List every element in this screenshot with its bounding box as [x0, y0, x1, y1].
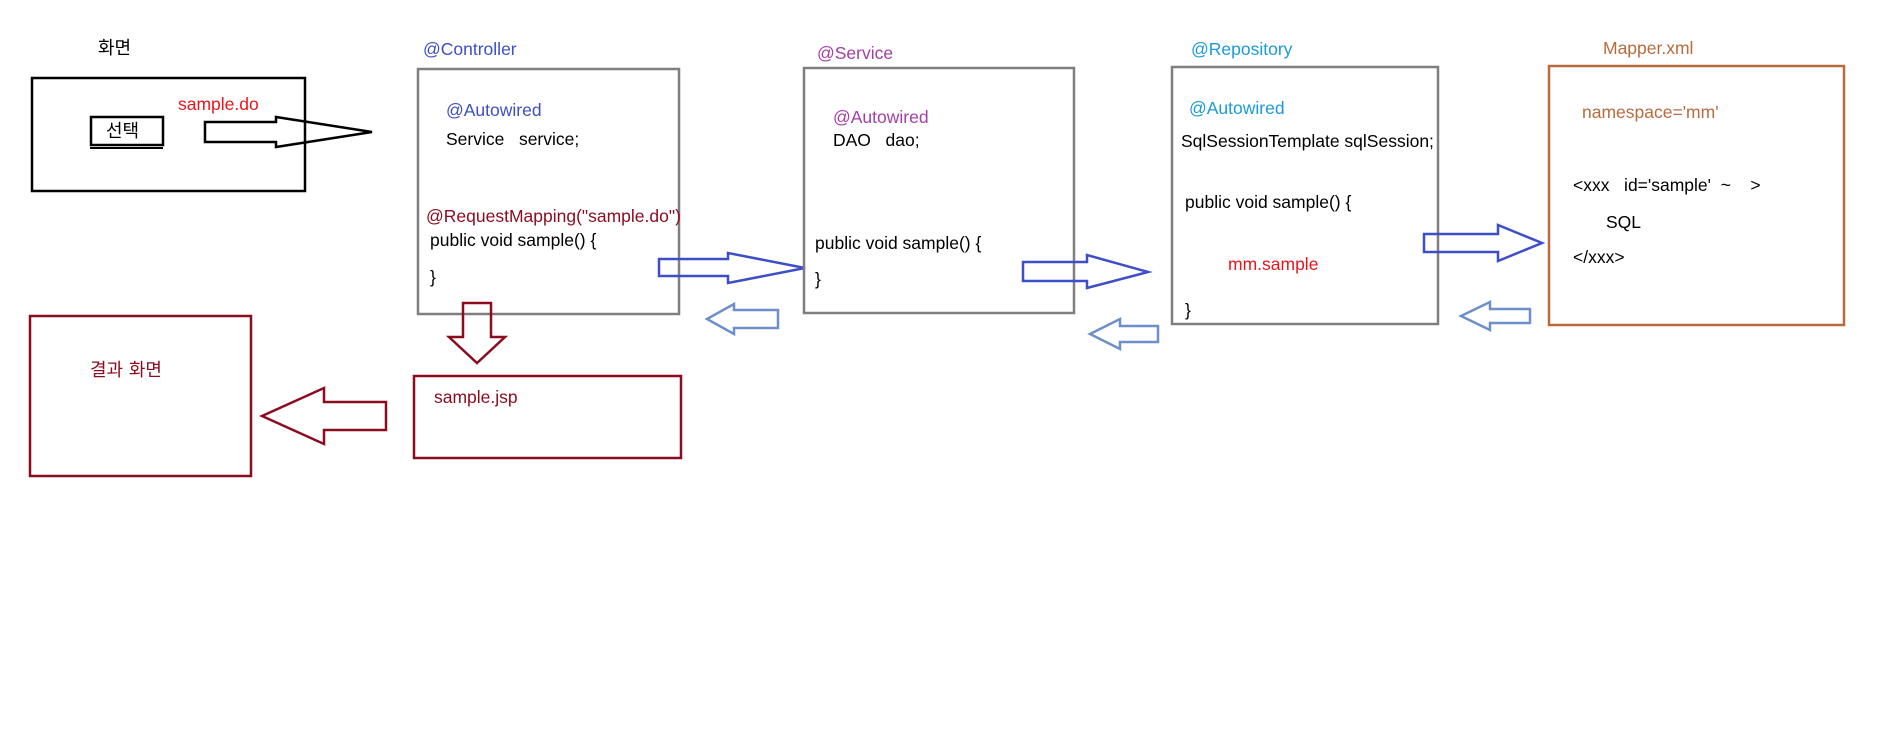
mapper-title: Mapper.xml: [1603, 38, 1693, 58]
repository-mapper-call: mm.sample: [1228, 254, 1318, 274]
arrow-repository-to-service: [1087, 316, 1160, 352]
repository-field: SqlSessionTemplate sqlSession;: [1181, 131, 1434, 151]
arrow-view-to-result: [258, 386, 388, 446]
controller-method: public void sample() {: [430, 230, 596, 250]
service-title: @Service: [817, 43, 893, 63]
view-box: [412, 374, 683, 460]
result-screen-label: 결과 화면: [90, 360, 162, 381]
mapper-sql: SQL: [1606, 212, 1641, 232]
mapper-close-tag: </xxx>: [1573, 247, 1625, 267]
select-button-frame: [89, 115, 165, 147]
screen-title: 화면: [98, 38, 131, 59]
mapper-open-tag: <xxx id='sample' ~ >: [1573, 175, 1761, 195]
repository-autowired: @Autowired: [1189, 98, 1285, 118]
controller-box: [416, 67, 681, 316]
arrow-service-to-controller: [704, 301, 780, 337]
repository-title: @Repository: [1191, 39, 1293, 59]
arrow-controller-to-view: [445, 301, 509, 365]
service-box: [802, 66, 1076, 315]
result-screen-box: [28, 314, 253, 478]
repository-close-brace: }: [1185, 300, 1191, 320]
select-button-label: 선택: [106, 121, 139, 142]
arrow-controller-to-service: [657, 251, 806, 285]
repository-box: [1170, 65, 1440, 326]
service-field: DAO dao;: [833, 130, 920, 150]
arrow-service-to-repository: [1021, 253, 1153, 290]
service-autowired: @Autowired: [833, 107, 929, 127]
screen-box: [30, 76, 307, 193]
view-file-label: sample.jsp: [434, 387, 518, 407]
controller-title: @Controller: [423, 39, 517, 59]
mapper-box: [1547, 64, 1846, 327]
repository-method: public void sample() {: [1185, 192, 1351, 212]
request-url-label: sample.do: [178, 94, 259, 114]
select-button[interactable]: 선택: [89, 115, 165, 149]
arrow-repository-to-mapper: [1422, 223, 1546, 263]
controller-field: Service service;: [446, 129, 579, 149]
arrow-screen-to-controller: [203, 115, 373, 149]
mapper-namespace: namespace='mm': [1582, 102, 1719, 122]
controller-autowired: @Autowired: [446, 100, 542, 120]
service-method: public void sample() {: [815, 233, 981, 253]
arrow-mapper-to-repository: [1458, 300, 1532, 332]
controller-close-brace: }: [430, 267, 436, 287]
controller-request-mapping: @RequestMapping("sample.do"): [426, 206, 681, 226]
service-close-brace: }: [815, 269, 821, 289]
